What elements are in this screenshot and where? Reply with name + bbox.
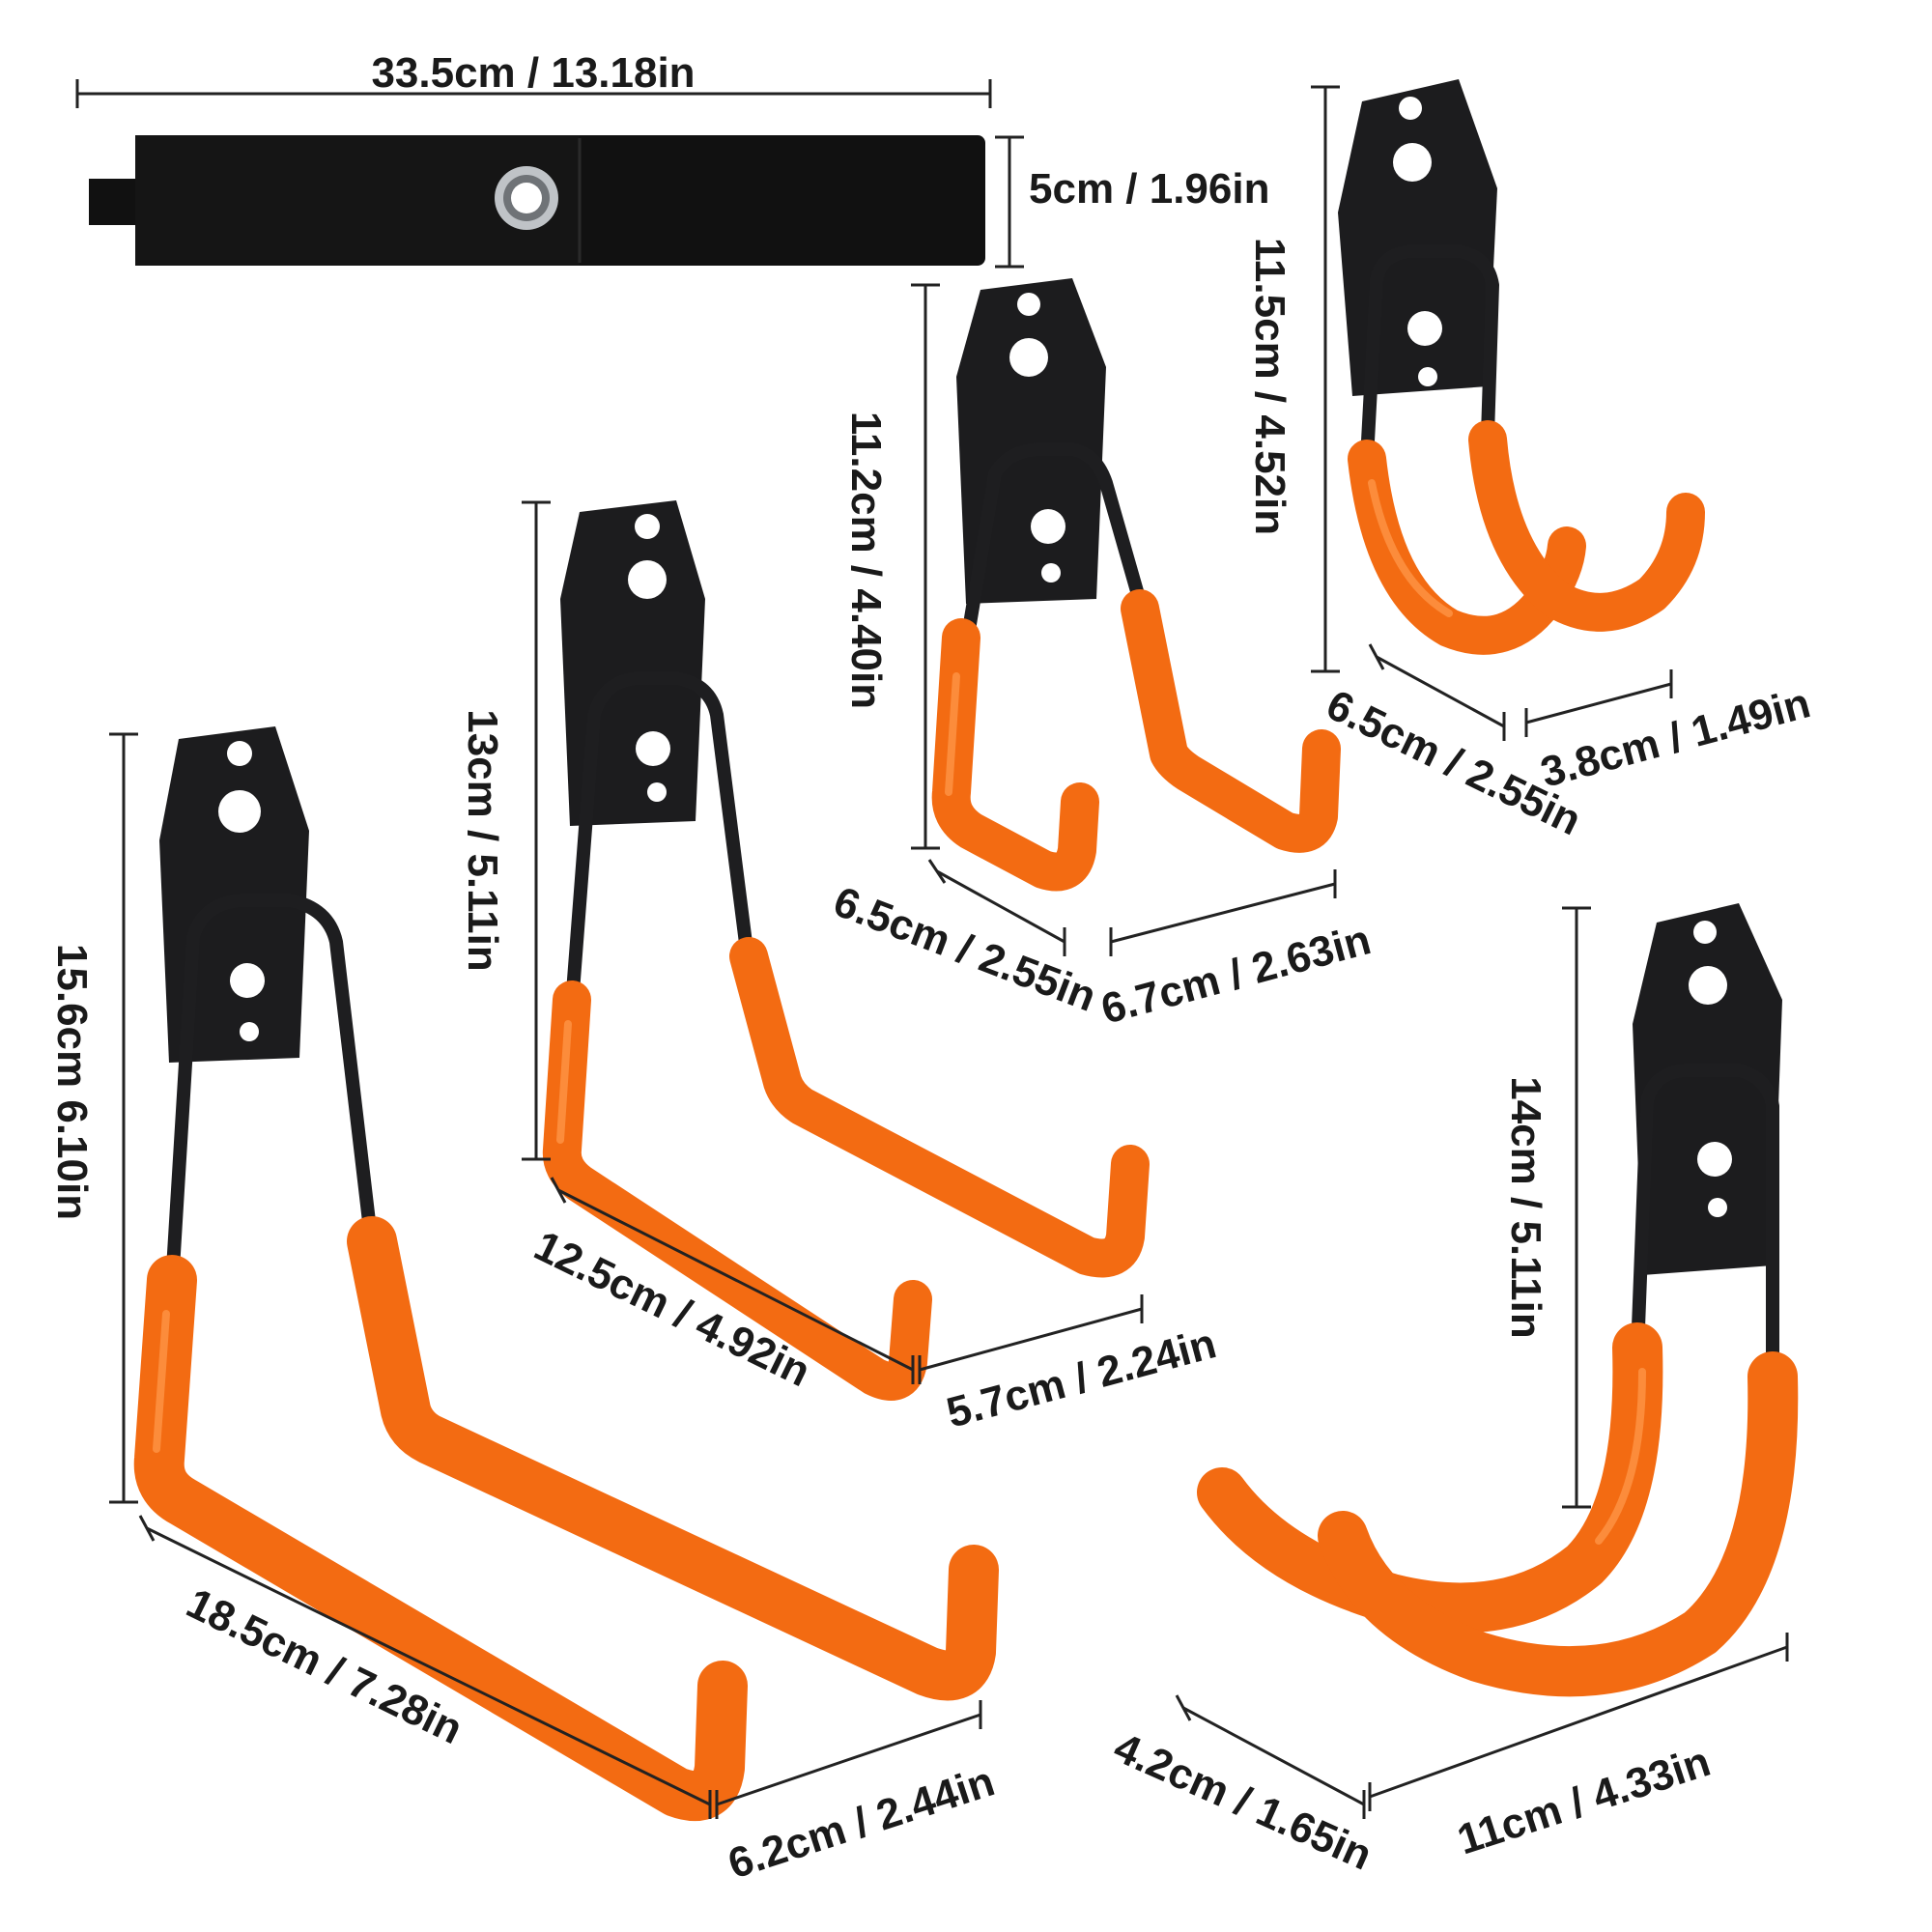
hook-medium-top-height-label: 11.2cm / 4.40in <box>842 412 890 709</box>
hook-medium-top <box>931 278 1341 892</box>
hook-double-top-gap-label: 3.8cm / 1.49in <box>1536 679 1815 796</box>
strap-width-label: 5cm / 1.96in <box>1029 165 1269 213</box>
hook-double-bottom-height-label: 14cm / 5.11in <box>1502 1076 1549 1339</box>
hook-medium-top-depth-label: 6.5cm / 2.55in <box>827 878 1102 1021</box>
hook-large-height-label: 15.6cm 6.10in <box>48 944 96 1220</box>
strap-length-dimension: 33.5cm / 13.18in <box>75 49 992 108</box>
hook-large-width-label: 6.2cm / 2.44in <box>723 1757 1000 1888</box>
hook-double-top-height-dimension: 11.5cm / 4.52in <box>1246 85 1340 673</box>
hook-double-top-gap-dimension: 3.8cm / 1.49in <box>1524 669 1815 797</box>
hook-double-bottom-depth-label: 4.2cm / 1.65in <box>1107 1723 1378 1879</box>
hook-double-bottom-width-label: 11cm / 4.33in <box>1452 1738 1716 1864</box>
hook-double-bottom <box>1197 903 1799 1697</box>
strap-width-dimension: 5cm / 1.96in <box>995 135 1269 269</box>
hook-double-top <box>1338 79 1705 655</box>
hook-double-bottom-height-dimension: 14cm / 5.11in <box>1502 906 1591 1509</box>
hook-double-top-depth-dimension: 6.5cm / 2.55in <box>1320 643 1588 844</box>
strap-length-label: 33.5cm / 13.18in <box>371 49 695 97</box>
hook-double-top-height-label: 11.5cm / 4.52in <box>1246 238 1293 535</box>
hook-medium-top-width-dimension: 6.7cm / 2.63in <box>1096 869 1376 1034</box>
hook-middle-height-dimension: 13cm / 5.11in <box>459 500 551 1161</box>
hook-middle <box>542 500 1150 1401</box>
hook-middle-width-dimension: 5.7cm / 2.24in <box>918 1294 1221 1437</box>
hook-large-height-dimension: 15.6cm 6.10in <box>48 732 138 1504</box>
velcro-strap <box>89 135 985 266</box>
hook-large-width-dimension: 6.2cm / 2.44in <box>715 1700 1000 1889</box>
hook-large <box>133 726 999 1821</box>
hook-middle-width-label: 5.7cm / 2.24in <box>942 1320 1221 1436</box>
hook-middle-height-label: 13cm / 5.11in <box>459 709 506 972</box>
hook-medium-top-height-dimension: 11.2cm / 4.40in <box>842 283 940 850</box>
grommet-icon <box>495 166 558 230</box>
hook-double-bottom-depth-dimension: 4.2cm / 1.65in <box>1107 1694 1378 1880</box>
